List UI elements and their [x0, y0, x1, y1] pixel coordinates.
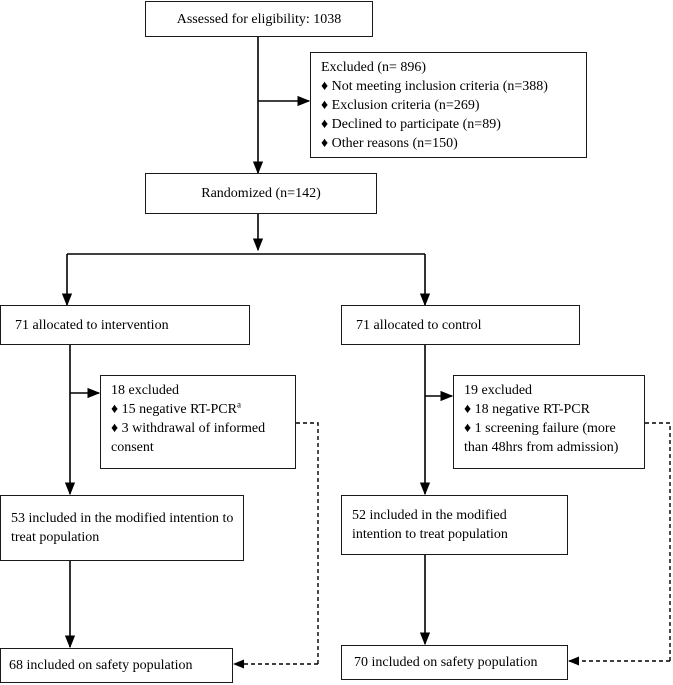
- intervention-excluded-title: 18 excluded: [111, 383, 180, 398]
- excluded-item: ♦ Exclusion criteria (n=269): [321, 98, 480, 113]
- intervention-allocated-box: 71 allocated to intervention: [0, 305, 250, 345]
- control-allocated-text: 71 allocated to control: [356, 317, 482, 333]
- control-mitt-box: 52 included in the modified intention to…: [341, 495, 568, 555]
- control-mitt-text: 52 included in the modified intention to…: [352, 508, 508, 542]
- excluded-item: ♦ Declined to participate (n=89): [321, 117, 501, 132]
- intervention-excluded-item-2: ♦ 3 withdrawal of informed consent: [111, 421, 266, 455]
- intervention-mitt-text: 53 included in the modified intention to…: [11, 511, 234, 545]
- dashed-connector-intervention: [296, 422, 319, 664]
- intervention-excluded-box: 18 excluded ♦ 15 negative RT-PCRa ♦ 3 wi…: [100, 375, 296, 469]
- excluded-item: ♦ Other reasons (n=150): [321, 136, 458, 151]
- intervention-excluded-item-1: ♦ 15 negative RT-PCRa: [111, 400, 287, 419]
- assessed-text: Assessed for eligibility: 1038: [176, 11, 342, 27]
- control-excluded-item-1: ♦ 18 negative RT-PCR: [464, 402, 590, 417]
- randomized-text: Randomized (n=142): [201, 186, 321, 201]
- control-allocated-box: 71 allocated to control: [341, 305, 580, 345]
- randomized-box: Randomized (n=142): [145, 173, 377, 214]
- excluded-title: Excluded (n= 896): [321, 60, 427, 75]
- assessed-box: Assessed for eligibility: 1038: [145, 1, 373, 37]
- intervention-excluded-item-1-text: ♦ 15 negative RT-PCR: [111, 402, 237, 417]
- control-safety-text: 70 included on safety population: [354, 655, 538, 670]
- control-excluded-box: 19 excluded ♦ 18 negative RT-PCR ♦ 1 scr…: [453, 375, 645, 469]
- intervention-mitt-box: 53 included in the modified intention to…: [0, 495, 244, 561]
- intervention-allocated-text: 71 allocated to intervention: [15, 317, 169, 333]
- control-excluded-title: 19 excluded: [464, 383, 533, 398]
- control-excluded-item-2: ♦ 1 screening failure (more than 48hrs f…: [464, 421, 619, 455]
- intervention-safety-box: 68 included on safety population: [0, 648, 233, 683]
- control-safety-box: 70 included on safety population: [341, 645, 568, 680]
- excluded-item: ♦ Not meeting inclusion criteria (n=388): [321, 79, 548, 94]
- dashed-connector-control: [645, 422, 671, 661]
- excluded-box: Excluded (n= 896) ♦ Not meeting inclusio…: [310, 52, 587, 158]
- footnote-marker: a: [236, 399, 241, 410]
- intervention-safety-text: 68 included on safety population: [9, 658, 193, 673]
